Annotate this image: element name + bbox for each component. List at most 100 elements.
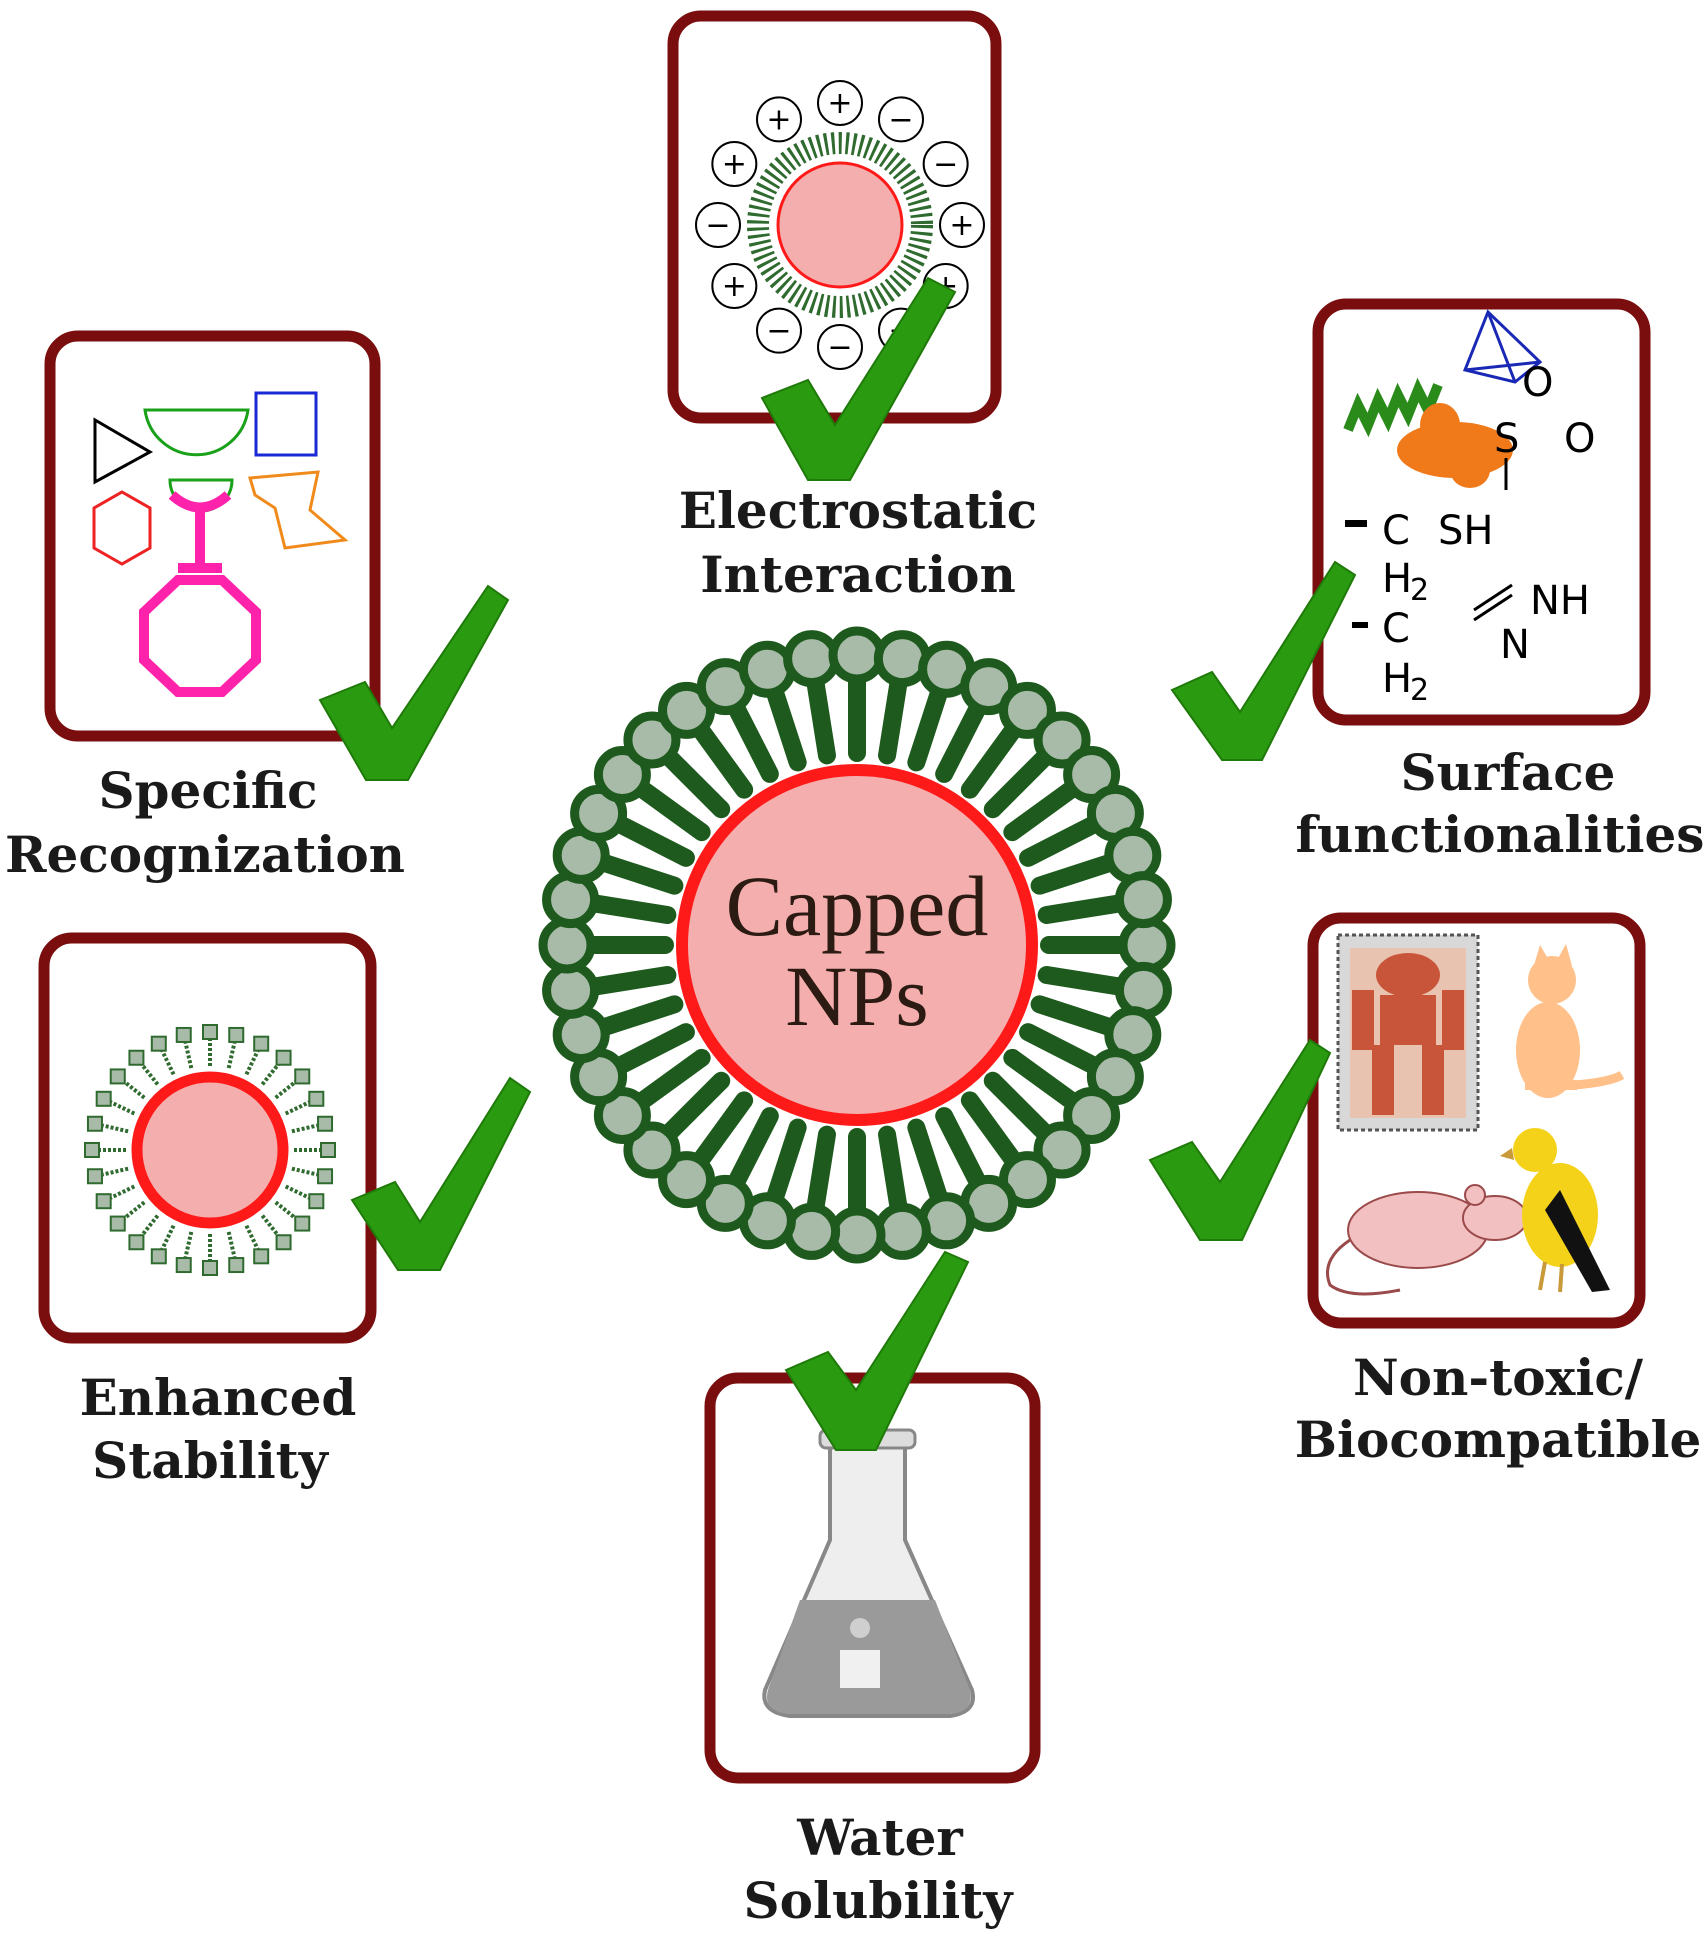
electrostatic-label-line2: Interaction (700, 545, 1016, 604)
ligand-tail (658, 746, 731, 819)
chem-h2a-sub: 2 (1410, 573, 1429, 608)
mini-ligand-tail (244, 1050, 260, 1076)
mini-ligand-head (228, 1257, 245, 1274)
stability-label-line2: Stability (92, 1431, 330, 1490)
ligand-tail (765, 681, 807, 772)
ligand-tail (593, 995, 684, 1037)
mini-ligand-tail (260, 1062, 281, 1086)
mini-ligand-tail (291, 1166, 318, 1177)
nontoxic-card: Non-toxic/ Biocompatible (1148, 912, 1702, 1469)
mini-ligand-tail (183, 1231, 194, 1258)
ligand-tail (1030, 853, 1121, 895)
mini-ligand-head (175, 1026, 192, 1043)
check-icon (1148, 1038, 1332, 1241)
ligand-head (873, 1202, 931, 1260)
charge-sign: − (766, 314, 791, 349)
chem-o-right: O (1564, 416, 1595, 462)
chem-n: N (1500, 622, 1530, 668)
charge-circle (817, 80, 863, 126)
ligand-tail (1003, 1048, 1083, 1112)
mini-ligand-head (317, 1168, 334, 1185)
water-label-line1: Water (796, 1808, 963, 1867)
ligand-head (658, 1151, 716, 1209)
check-icon (350, 1076, 532, 1271)
center-label-line2: NPs (785, 948, 928, 1044)
mini-ligand-head (128, 1049, 145, 1066)
mini-ligand-head (320, 1142, 336, 1158)
nontoxic-label-line2: Biocompatible (1295, 1410, 1702, 1469)
charge-sign: − (827, 330, 852, 365)
ligand-head (828, 626, 886, 684)
charge-sign: + (722, 269, 747, 304)
mini-ligand-tail (110, 1184, 136, 1200)
water-label-line2: Solubility (744, 1871, 1015, 1930)
ligand-tail (583, 966, 677, 996)
ligand-head (828, 1206, 886, 1264)
electrostatic-card: +−−+++−−+−++ Electrostatic Interaction (667, 10, 1037, 604)
ligand-tail (935, 697, 988, 783)
ligand-head (1114, 871, 1172, 929)
ligand-tail (609, 814, 695, 867)
ligand-tail (593, 853, 684, 895)
ligand-tail (960, 719, 1024, 799)
recognition-shapes (92, 391, 349, 697)
ligand-head (783, 630, 841, 688)
charge-circle (817, 324, 863, 370)
charge-sign: + (949, 208, 974, 243)
specific-label-line2: Recognization (5, 825, 405, 884)
anatomy-stamp-image (1336, 933, 1480, 1132)
mini-ligand-head (95, 1090, 112, 1107)
mini-ligand-head (109, 1068, 126, 1085)
mini-ligand-head (275, 1049, 292, 1066)
np-core (676, 764, 1038, 1126)
electrostatic-core (776, 161, 904, 289)
ligand-tail (935, 1107, 988, 1193)
ligand-tail (1030, 995, 1121, 1037)
charge-circle (939, 202, 985, 248)
mini-ligand-tail (244, 1224, 260, 1250)
mini-ligand-head (294, 1215, 311, 1232)
mini-ligand-tail (274, 1079, 298, 1100)
mini-ligand-tail (183, 1042, 194, 1069)
mini-ligand-shell (84, 1024, 336, 1276)
mini-ligand-tail (284, 1100, 310, 1116)
ligand-tail (765, 1118, 807, 1209)
check-icon (784, 1250, 970, 1451)
mini-ligand-head (317, 1115, 334, 1132)
water-solubility-card: Water Solubility (704, 1250, 1041, 1930)
surface-label-line1: Surface (1401, 743, 1616, 802)
specific-recognition-card: Specific Recognization (5, 330, 510, 884)
ligand-tail (583, 894, 677, 924)
ligand-tail (960, 1091, 1024, 1171)
charge-sign: − (888, 102, 913, 137)
surface-chem-drawing (1343, 309, 1543, 628)
ligand-tail (690, 719, 754, 799)
capped-np-center: Capped NPs (538, 626, 1176, 1264)
mini-ligand-tail (284, 1184, 310, 1200)
mini-ligand-tail (260, 1214, 281, 1238)
chem-sh: SH (1438, 508, 1493, 554)
mini-ligand-head (308, 1090, 325, 1107)
charge-sign: + (766, 102, 791, 137)
charge-sign: − (705, 208, 730, 243)
chem-h2a: H (1382, 556, 1412, 602)
ligand-tail (1019, 814, 1105, 867)
ligand-tail (983, 746, 1056, 819)
mini-ligand-tail (139, 1214, 160, 1238)
mini-ligand-tail (122, 1200, 146, 1221)
ligand-tail (726, 1107, 779, 1193)
ligand-tail (907, 681, 949, 772)
charge-circle (922, 141, 969, 187)
mini-ligand-tail (160, 1224, 176, 1250)
mini-ligand-tail (274, 1200, 298, 1221)
charge-circle (711, 263, 758, 309)
ligand-tail (806, 671, 836, 765)
ligand-tail (878, 1125, 908, 1219)
ligand-tail (1003, 778, 1083, 842)
ligand-tail (726, 697, 779, 783)
mini-ligand-tail (160, 1050, 176, 1076)
mini-ligand-head (228, 1026, 245, 1043)
ligand-tail (983, 1071, 1056, 1144)
ligand-head (623, 711, 681, 769)
